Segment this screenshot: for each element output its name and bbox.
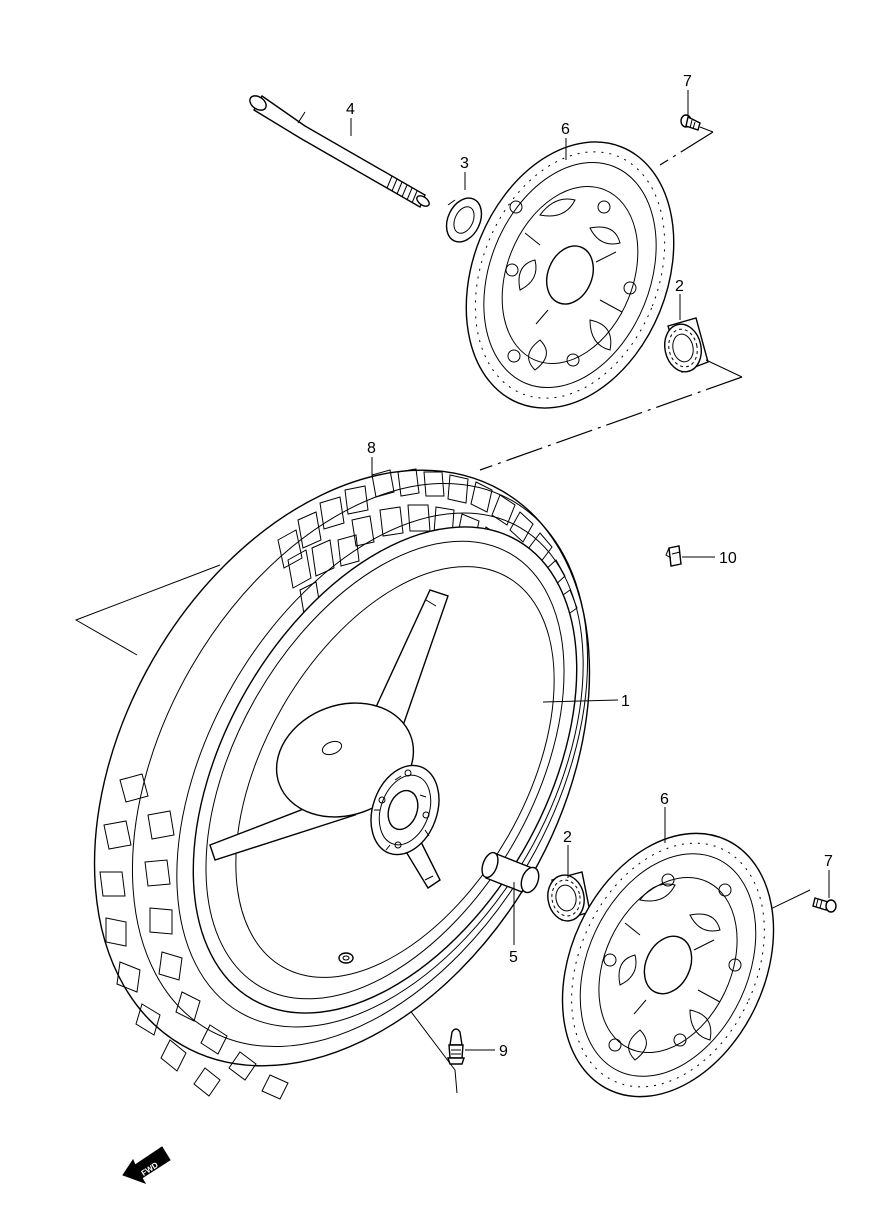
bolt-upper-part: [680, 114, 701, 131]
wheel-part: [192, 526, 578, 1014]
spacer-part: [481, 851, 540, 894]
callout-disc-lower: 6: [660, 791, 669, 808]
callout-dust-seal: 3: [460, 155, 469, 172]
callout-bolt-lower: 7: [824, 853, 833, 870]
bolt-lower-part: [812, 897, 837, 913]
leader-lines: [350, 90, 830, 1051]
bearing-upper-part: [663, 317, 709, 373]
callout-tire: 8: [367, 440, 376, 457]
brake-disc-lower: [561, 832, 775, 1098]
bearing-lower-part: [547, 871, 591, 922]
callout-bearing-lower: 2: [563, 829, 572, 846]
callout-disc-upper: 6: [561, 121, 570, 138]
brake-disc-upper: [465, 141, 675, 409]
callout-bearing-upper: 2: [675, 278, 684, 295]
clip-part: [665, 545, 682, 567]
callout-spacer: 5: [509, 949, 518, 966]
callout-axle: 4: [346, 101, 355, 118]
callout-bolt-upper: 7: [683, 73, 692, 90]
axle-part: [249, 94, 430, 209]
assembly-lines: [74, 126, 811, 1094]
valve-part: [447, 1028, 465, 1065]
callout-clip: 10: [719, 550, 737, 567]
callout-labels: 1 2 2 3 4 5 6 6 7 7 8 9 10: [346, 73, 833, 1060]
fwd-arrow-icon: FWD: [122, 1146, 171, 1184]
callout-wheel: 1: [621, 693, 630, 710]
dust-seal-part: [445, 197, 483, 243]
callout-valve: 9: [499, 1043, 508, 1060]
